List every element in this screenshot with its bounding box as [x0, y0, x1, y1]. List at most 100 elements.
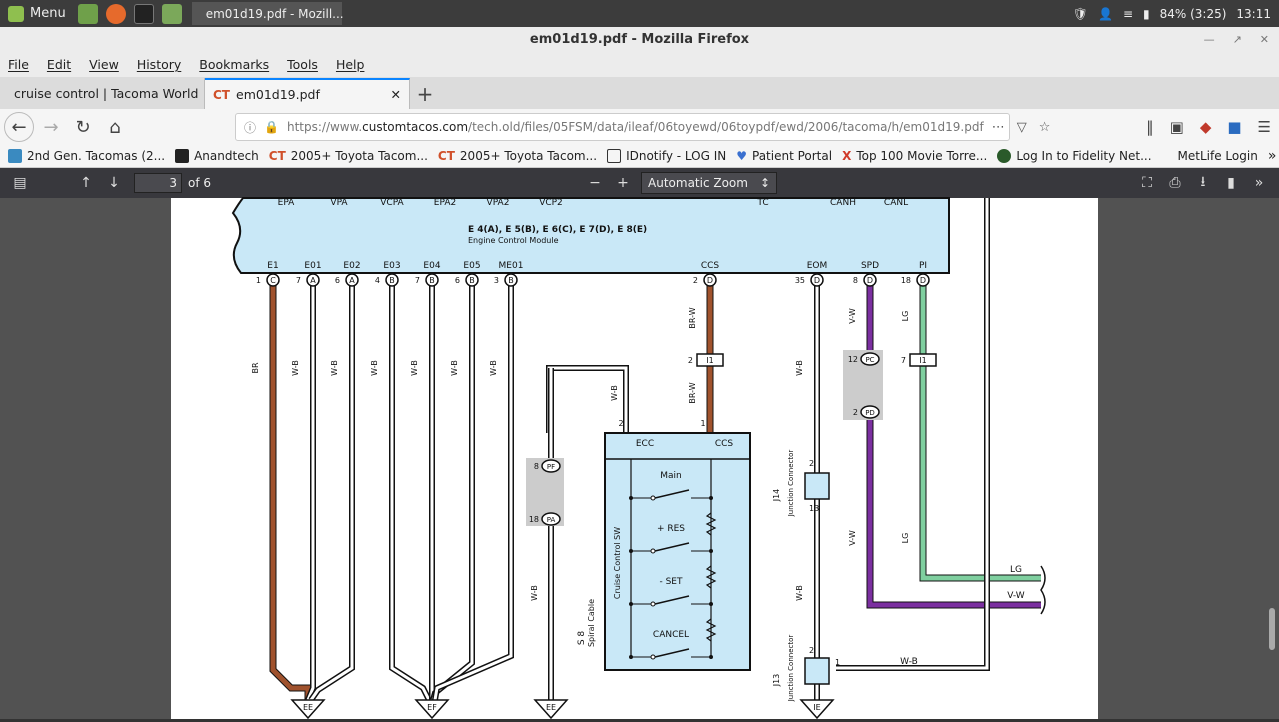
forward-button[interactable]: → — [43, 116, 59, 138]
wire-color-label: BR-W — [688, 382, 697, 403]
next-page-icon[interactable]: ↓ — [108, 175, 120, 191]
menu-file[interactable]: File — [8, 57, 29, 72]
close-button[interactable]: ✕ — [1259, 33, 1269, 46]
new-tab-button[interactable]: + — [416, 82, 434, 106]
wire-br — [270, 280, 311, 700]
back-button[interactable]: ← — [4, 112, 34, 142]
previous-page-icon[interactable]: ↑ — [80, 175, 92, 191]
vertical-scrollbar[interactable] — [1269, 608, 1275, 650]
menu-edit[interactable]: Edit — [46, 57, 72, 72]
download-icon[interactable]: ⭳ — [1200, 174, 1206, 190]
files-icon[interactable] — [77, 3, 98, 24]
ecm-bottom-pin-label: EOM — [807, 261, 828, 271]
info-icon[interactable]: ⓘ — [244, 120, 257, 135]
page-count: of 6 — [188, 176, 212, 190]
menu-tools[interactable]: Tools — [287, 57, 318, 72]
switch-blade — [654, 648, 690, 658]
bookmark-star-icon[interactable]: ☆ — [1038, 119, 1051, 135]
firefox-launcher-icon[interactable] — [105, 3, 126, 24]
wire-color-label: W-B — [410, 360, 419, 376]
battery-icon[interactable]: ▮ — [1143, 6, 1150, 21]
tools-overflow-icon[interactable]: » — [1254, 175, 1264, 191]
tab-label: em01d19.pdf — [236, 87, 320, 102]
reload-button[interactable]: ↻ — [75, 116, 91, 138]
menu-bar: File Edit View History Bookmarks Tools H… — [0, 52, 1279, 77]
ecm-top-pin-label: EPA — [278, 198, 296, 208]
hamburger-menu-icon[interactable]: ☰ — [1257, 118, 1271, 136]
maximize-button[interactable]: ↗ — [1232, 33, 1242, 46]
menu-view[interactable]: View — [89, 57, 119, 72]
bookmark-item[interactable]: Log In to Fidelity Net... — [997, 149, 1152, 163]
zoom-select[interactable]: Automatic Zoom ↕ — [641, 172, 778, 194]
bookmark-item[interactable]: 2nd Gen. Tacomas (2... — [8, 149, 165, 163]
user-icon[interactable]: 👤 — [1097, 6, 1113, 21]
junction-connector-j14 — [804, 472, 830, 500]
url-bar[interactable]: ⓘ 🔒 https://www.customtacos.com/tech.old… — [235, 113, 1050, 141]
pin-number: 1 — [700, 419, 705, 428]
pin-number: 3 — [494, 276, 499, 285]
ublock-icon[interactable]: ◆ — [1199, 118, 1212, 136]
tab-pdf[interactable]: CT em01d19.pdf ✕ — [205, 78, 410, 109]
spiral-pin-label: PF — [547, 463, 555, 471]
presentation-mode-icon[interactable]: ⛶ — [1142, 175, 1152, 191]
page-number-input[interactable] — [134, 173, 182, 193]
wire-color-label: V-W — [848, 530, 857, 546]
print-icon[interactable]: ⎙ — [1169, 175, 1181, 191]
favicon-icon — [997, 149, 1012, 163]
connector-i1 — [696, 353, 724, 367]
home-button[interactable]: ⌂ — [109, 116, 121, 138]
sidebar-icon[interactable]: ▣ — [1169, 118, 1184, 136]
library-icon[interactable]: ‖ — [1146, 118, 1154, 136]
menu-history[interactable]: History — [136, 57, 182, 72]
sidebar-toggle-icon[interactable]: ▤ — [13, 175, 27, 191]
bookmark-item[interactable]: ♥Patient Portal — [736, 149, 833, 163]
switch-row-label: + RES — [657, 524, 685, 534]
pc-pd-pin-label: PC — [865, 356, 874, 364]
wire-color-label: BR — [251, 362, 260, 373]
zoom-out-icon[interactable]: − — [589, 175, 601, 191]
favicon-icon — [607, 149, 622, 163]
extension-icon[interactable]: ■ — [1227, 118, 1242, 136]
taskbar-firefox-window[interactable]: em01d19.pdf - Mozill... — [191, 2, 344, 25]
ecm-top-pin-label: CANH — [830, 198, 856, 208]
pin-number: 2 — [688, 356, 693, 365]
zoom-in-icon[interactable]: + — [617, 175, 629, 191]
wire-break-mark — [1040, 565, 1046, 615]
ecm-bottom-pin-label: E04 — [423, 261, 440, 271]
pdf-toolbar: ▤ ↑ ↓ of 6 − + Automatic Zoom ↕ ⛶ ⎙ ⭳ ▮ … — [0, 168, 1279, 198]
pin-number: 2 — [618, 419, 623, 428]
wire-color-label: W-B — [489, 360, 498, 376]
menu-bookmarks[interactable]: Bookmarks — [199, 57, 270, 72]
pocket-icon[interactable]: ▽ — [1016, 119, 1027, 135]
folder-icon[interactable] — [161, 3, 182, 24]
bookmark-item[interactable]: IDnotify - LOG IN — [607, 149, 726, 163]
shield-icon[interactable]: 🛡 — [1072, 6, 1088, 21]
switch-contact — [650, 601, 656, 607]
customtacos-favicon: CT — [213, 87, 230, 102]
terminal-icon[interactable] — [133, 3, 154, 24]
wifi-icon[interactable]: ≡ — [1122, 6, 1133, 21]
pin-letter: A — [310, 276, 316, 285]
bookmark-view-icon[interactable]: ▮ — [1227, 175, 1235, 191]
ground-label: EE — [303, 703, 313, 712]
tab-cruise-control[interactable]: cruise control | Tacoma World ✕ — [0, 78, 215, 109]
junction-id: J13 — [772, 674, 781, 688]
wire-w-b-exit-inner — [836, 198, 989, 670]
minimize-button[interactable]: — — [1203, 33, 1215, 46]
start-menu-button[interactable]: Menu — [0, 0, 74, 27]
clock[interactable]: 13:11 — [1236, 6, 1271, 21]
page-actions-icon[interactable]: ⋯ — [991, 119, 1005, 135]
pin-letter: D — [707, 276, 713, 285]
menu-help[interactable]: Help — [335, 57, 365, 72]
switch-node — [709, 602, 713, 606]
tab-close-icon[interactable]: ✕ — [390, 87, 401, 102]
bookmark-item[interactable]: MetLife Login — [1177, 149, 1258, 163]
bookmarks-overflow-icon[interactable]: » — [1267, 148, 1277, 164]
bookmark-item[interactable]: Anandtech — [175, 149, 259, 163]
